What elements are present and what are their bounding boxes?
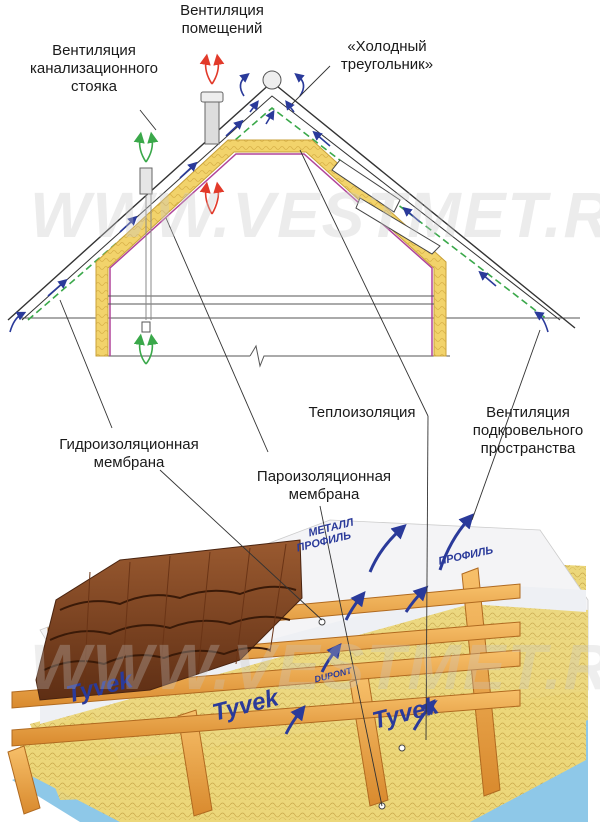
label-sewer-riser-ventilation: Вентиляция канализационного стояка: [30, 42, 158, 95]
label-leader-lines: [59, 65, 541, 807]
watermark-top: WWW.VESTMET.RU: [30, 179, 600, 251]
label-vapor-barrier-membrane: Пароизоляционная мембрана: [256, 468, 392, 503]
watermark-bottom: WWW.VESTMET.RU: [30, 631, 600, 703]
label-thermal-insulation: Теплоизоляция: [308, 404, 416, 421]
label-waterproofing-membrane: Гидроизоляционная мембрана: [59, 436, 199, 471]
warm-air-arrows: [199, 53, 225, 215]
big-airflow-arrows: [284, 513, 475, 735]
roof-inner-line: [21, 95, 561, 321]
floor-break-line: [249, 344, 450, 368]
airflow-arrows: [9, 72, 549, 333]
insulation-section: [95, 139, 447, 357]
vapor-barrier-line: [109, 153, 433, 356]
roof-layers-perspective: [7, 513, 589, 822]
room-vent-pipe: [204, 99, 220, 145]
label-under-roof-ventilation: Вентиляция подкровельного пространства: [472, 404, 584, 457]
label-room-ventilation: Вентиляция помещений: [180, 2, 264, 37]
room-vent-cap: [200, 91, 224, 103]
sewer-air-arrows: [133, 131, 159, 365]
label-cold-triangle: «Холодный треугольник»: [340, 38, 434, 73]
ridge-vent: [262, 70, 282, 90]
cross-section: [7, 53, 580, 368]
metal-tiles: [35, 539, 303, 701]
waterproof-membrane-line: [27, 106, 549, 321]
roof-window: [331, 159, 401, 213]
